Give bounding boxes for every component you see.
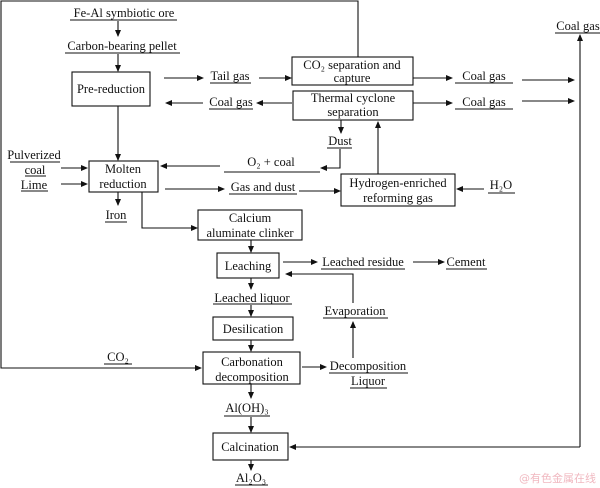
label-evaporation: Evaporation (324, 304, 386, 318)
label-coal-gas-top: Coal gas (556, 19, 600, 33)
carbonation-box (202, 351, 301, 385)
label-co2: CO₂ (107, 350, 129, 364)
label-iron: Iron (106, 208, 128, 222)
label-carbonation-2: decomposition (215, 370, 289, 384)
label-co2-separation-2: capture (334, 71, 371, 85)
label-dust: Dust (328, 134, 352, 148)
label-pre-reduction: Pre-reduction (77, 82, 146, 96)
molten-reduction-box (88, 160, 159, 193)
label-carbon-bearing-pellet: Carbon-bearing pellet (67, 39, 177, 53)
label-tail-gas: Tail gas (210, 69, 249, 83)
label-coal: coal (25, 163, 46, 177)
arrow-evaporation-leaching (285, 271, 354, 303)
label-hydrogen-2: reforming gas (363, 191, 433, 205)
label-leached-liquor: Leached liquor (214, 291, 290, 305)
arrow-dust-o2coal (320, 149, 341, 171)
label-calcination: Calcination (221, 440, 279, 454)
label-thermal-cyclone-2: separation (327, 105, 379, 119)
label-coal-gas-2: Coal gas (209, 95, 253, 109)
hydrogen-reforming-box (340, 173, 456, 207)
label-leached-residue: Leached residue (322, 255, 404, 269)
calcination-box (212, 432, 289, 461)
label-molten-1: Molten (105, 162, 142, 176)
pre-reduction-box (71, 71, 151, 107)
label-aloh3: Al(OH)₃ (225, 401, 268, 415)
label-gas-and-dust: Gas and dust (231, 180, 296, 194)
label-co2-separation-1: CO₂ separation and (303, 58, 401, 72)
label-pulverized: Pulverized (7, 148, 61, 162)
label-leaching: Leaching (225, 259, 272, 273)
label-calcium-1: Calcium (229, 211, 272, 225)
calcium-aluminate-box (197, 209, 303, 241)
label-decomposition-2: Liquor (351, 374, 386, 388)
label-coal-gas-3: Coal gas (462, 95, 506, 109)
label-desilication: Desilication (223, 322, 284, 336)
leaching-box (216, 252, 280, 279)
process-boxes (71, 56, 456, 461)
label-al2o3: Al₂O₃ (236, 471, 266, 485)
thermal-cyclone-box (292, 90, 414, 121)
label-cement: Cement (447, 255, 486, 269)
co2-recycle-line (0, 0, 359, 371)
labels: Fe-Al symbiotic ore Carbon-bearing pelle… (7, 6, 600, 485)
label-o2-coal: O₂ + coal (247, 155, 295, 169)
label-calcium-2: aluminate clinker (206, 226, 294, 240)
watermark: @有色金属在线 (519, 471, 596, 485)
label-h2o: H₂O (490, 178, 512, 192)
label-decomposition-1: Decomposition (330, 359, 407, 373)
label-carbonation-1: Carbonation (221, 355, 284, 369)
label-thermal-cyclone-1: Thermal cyclone (311, 91, 396, 105)
desilication-box (212, 316, 294, 341)
connectors (0, 0, 583, 471)
arrow-molten-calcium (141, 192, 198, 231)
co2-separation-box (291, 56, 414, 86)
label-underlines (10, 19, 600, 486)
label-coal-gas-1: Coal gas (462, 69, 506, 83)
label-lime: Lime (21, 178, 48, 192)
label-molten-2: reduction (99, 177, 147, 191)
label-hydrogen-1: Hydrogen-enriched (349, 176, 447, 190)
label-fe-al-ore: Fe-Al symbiotic ore (74, 6, 175, 20)
